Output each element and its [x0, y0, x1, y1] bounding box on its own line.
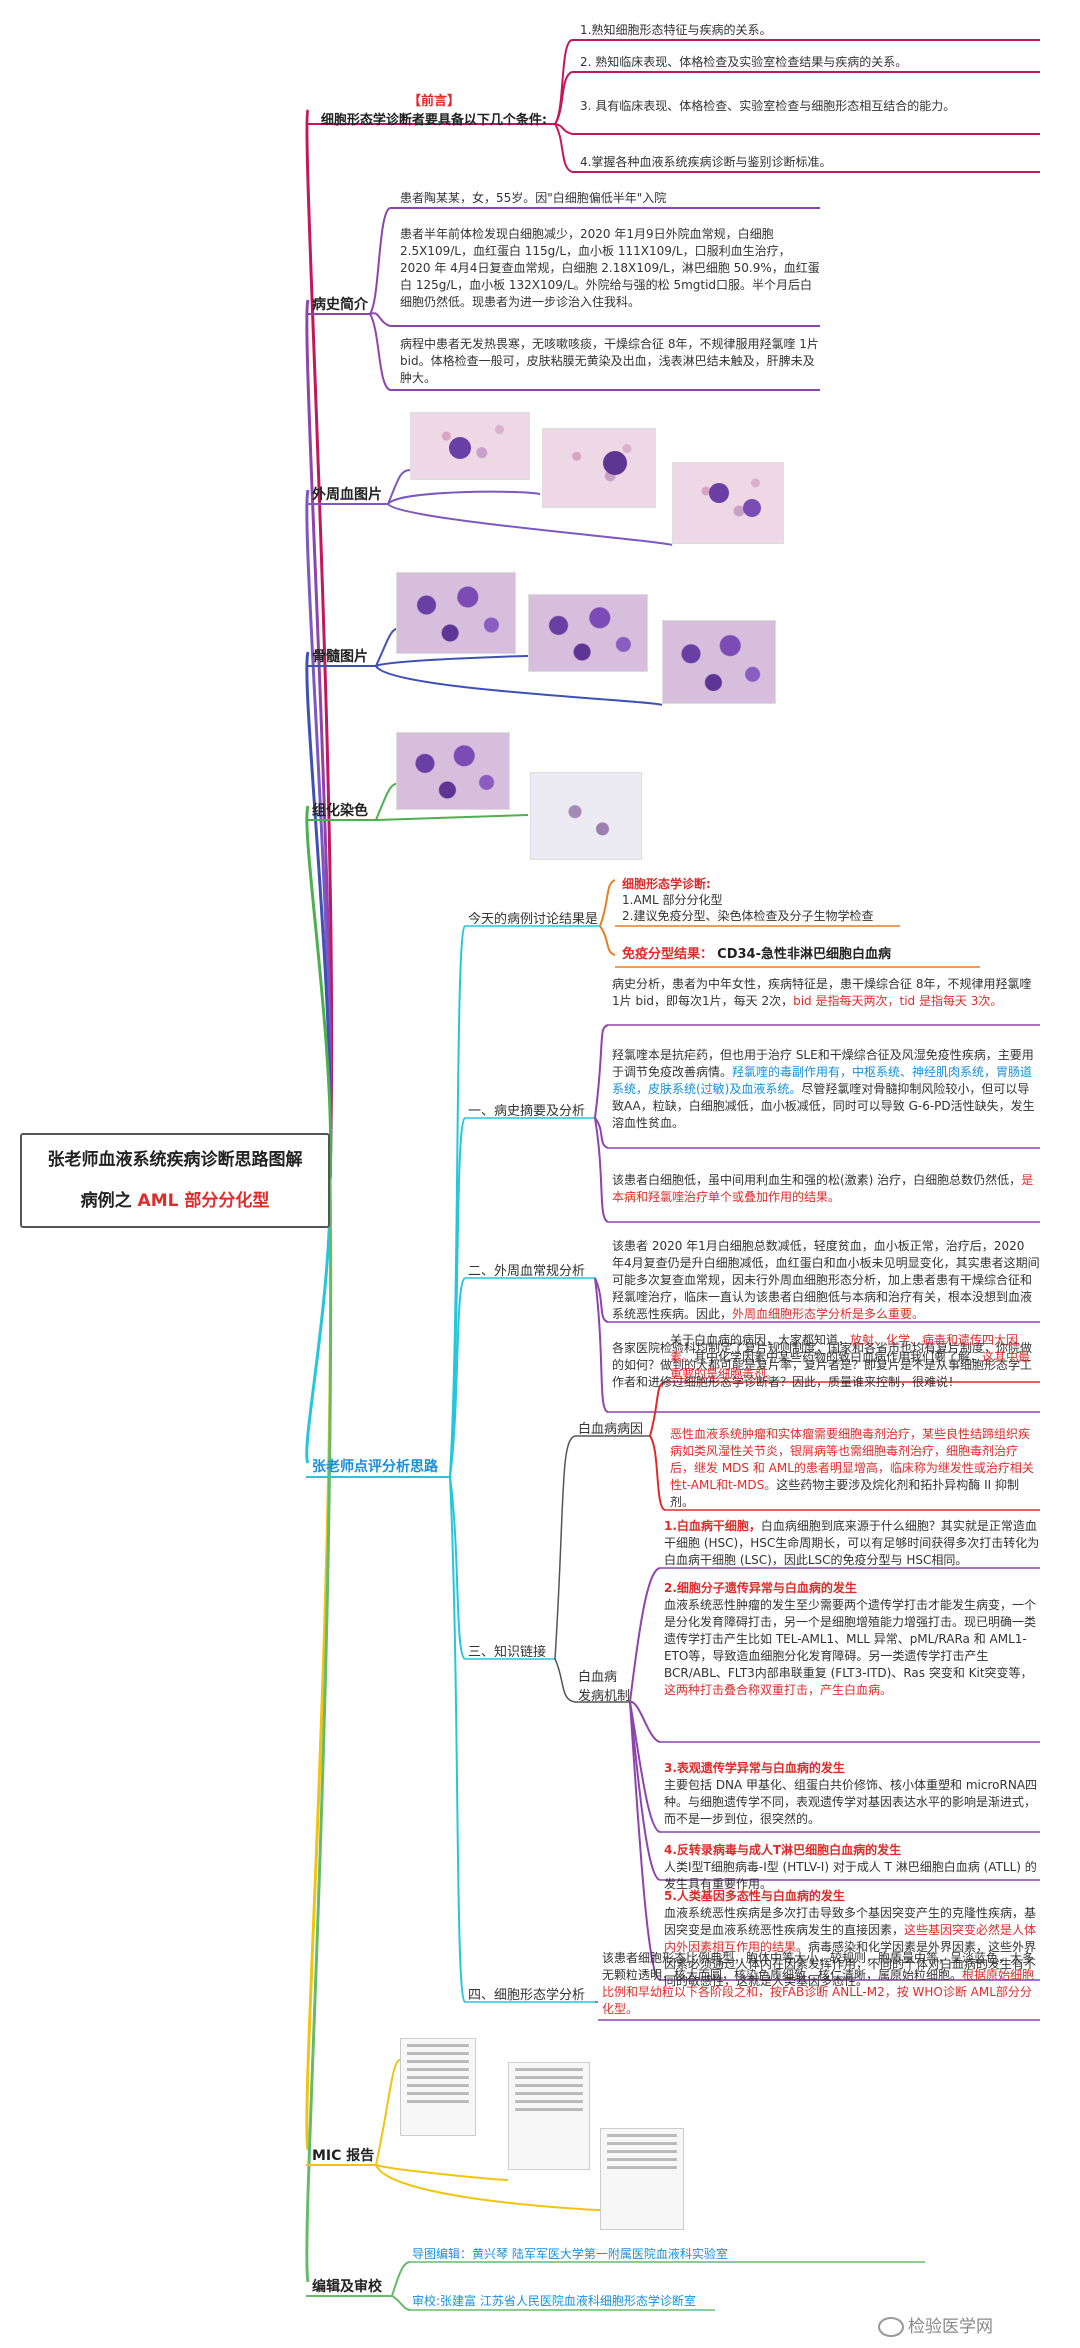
s2-a-text: 该患者 2020 年1月白细胞总数减低，轻度贫血，血小板正常，治疗后，2020 …: [612, 1239, 1040, 1321]
peripheral-image-3[interactable]: [672, 462, 784, 544]
bone-marrow-node[interactable]: 骨髓图片: [312, 649, 368, 665]
mechanism-item-2: 2.细胞分子遗传异常与白血病的发生血液系统恶性肿瘤的发生至少需要两个遗传学打击才…: [664, 1580, 1040, 1699]
preface-item-3: 3. 具有临床表现、体格检查、实验室检查与细胞形态相互结合的能力。: [580, 99, 956, 113]
m5-title: 5.人类基因多态性与白血病的发生: [664, 1889, 845, 1903]
editor-line-1: 导图编辑：黄兴琴 陆军军医大学第一附属医院血液科实验室: [412, 2247, 728, 2261]
mechanism-item-5: 5.人类基因多态性与白血病的发生血液系统恶性疾病是多次打击导致多个基因突变产生的…: [664, 1888, 1040, 1990]
histochemical-stain-node[interactable]: 组化染色: [312, 803, 368, 819]
stain-image-1[interactable]: [396, 732, 510, 810]
section-morphology-analysis[interactable]: 四、细胞形态学分析: [468, 1988, 586, 2003]
root-case: 病例之 AML 部分分化型: [22, 1186, 328, 1211]
section-history-analysis[interactable]: 一、病史摘要及分析: [468, 1104, 586, 1119]
preface-label: 细胞形态学诊断者要具备以下几个条件:: [320, 113, 548, 128]
etiology-a2-text: 其中化学因素中某些药物的致白血病作用我们要了解，: [694, 1350, 983, 1364]
preface-item-4: 4.掌握各种血液系统疾病诊断与鉴别诊断标准。: [580, 155, 832, 169]
etiology-a-red: 放射、化学、病毒和遗传四大因素。: [670, 1333, 1019, 1364]
m4-title: 4.反转录病毒与成人T淋巴细胞白血病的发生: [664, 1843, 902, 1857]
preface-item-2: 2. 熟知临床表现、体格检查及实验室检查结果与疾病的关系。: [580, 55, 908, 69]
s1-b1-text: 羟氯喹本是抗疟药，但也用于治疗 SLE和干燥综合征及风湿免疫性疾病，主要用于调节…: [612, 1048, 1034, 1079]
preface-label-top: 【前言】: [407, 94, 460, 109]
etiology-b-red: 恶性血液系统肿瘤和实体瘤需要细胞毒剂治疗，某些良性结蹄组织疾病如类风湿性关节炎，…: [670, 1427, 1034, 1492]
m2-red: 这两种打击叠合称双重打击，产生白血病。: [664, 1683, 893, 1697]
immuno-value: CD34-急性非淋巴细胞白血病: [717, 947, 891, 962]
etiology-a-text: 关于白血病的病因，大家都知道，: [670, 1333, 851, 1347]
m5-red: 这些基因突变必然是人体内外因素相互作用的结果。: [664, 1923, 1037, 1954]
today-result-label[interactable]: 今天的病例讨论结果是: [468, 912, 599, 927]
etiology-para-a: 关于白血病的病因，大家都知道，放射、化学、病毒和遗传四大因素。其中化学因素中某些…: [670, 1332, 1040, 1383]
s2-a-red: 外周血细胞形态学分析是多么重要。: [732, 1307, 925, 1321]
morph-item-1: 1.AML 部分分化型: [622, 893, 723, 907]
s2-para-b: 各家医院检验科均制定了复片规则制度，国家和各省市也均有复片制度，你院做的如何？做…: [612, 1341, 1033, 1389]
editor-line-2: 审校:张建富 江苏省人民医院血液科细胞形态学诊断室: [412, 2294, 696, 2308]
etiology-node[interactable]: 白血病病因: [578, 1422, 644, 1437]
watermark: 检验医学网: [878, 2312, 993, 2337]
root-title: 张老师血液系统疾病诊断思路图解: [47, 1150, 303, 1170]
s2-para-a: 该患者 2020 年1月白细胞总数减低，轻度贫血，血小板正常，治疗后，2020 …: [612, 1238, 1040, 1323]
watermark-text: 检验医学网: [908, 2317, 993, 2337]
history-p1: 患者陶某某，女，55岁。因"白细胞偏低半年"入院: [400, 191, 667, 205]
s1-b-blue: 羟氯喹的毒副作用有，中枢系统、神经肌肉系统，胃肠道系统，皮肤系统(过敏)及血液系…: [612, 1065, 1033, 1096]
preface-item-1: 1.熟知细胞形态特征与疾病的关系。: [580, 23, 772, 37]
morph-title: 细胞形态学诊断:: [622, 877, 711, 891]
etiology-a-red2: 这其中最重要的是细胞毒剂。: [670, 1350, 1031, 1381]
section-peripheral-analysis[interactable]: 二、外周血常规分析: [468, 1264, 586, 1279]
s4-a-red: 根据原始细胞比例和早幼粒以下各阶段之和，按FAB诊断 ANLL-M2，按 WHO…: [602, 1968, 1035, 2016]
m3-title: 3.表观遗传学异常与白血病的发生: [664, 1761, 845, 1775]
morph-item-2: 2.建议免疫分型、染色体检查及分子生物学检查: [622, 909, 874, 923]
mic-report-image-2[interactable]: [508, 2062, 590, 2170]
m4-text: 人类Ⅰ型T细胞病毒-Ⅰ型 (HTLV-Ⅰ) 对于成人 T 淋巴细胞白血病 (AT…: [664, 1860, 1037, 1891]
s4-a-text: 该患者细胞形态比例典型，胞体中等大小，较规则，胞质量中等，呈淡蓝色，大多无颗粒透…: [602, 1951, 1035, 1982]
root-case-name: AML 部分分化型: [137, 1191, 270, 1211]
s1-b2-text: 尽管羟氯喹对骨髓抑制风险较小，但可以导致AA，粒缺，白细胞减低，血小板减低，同时…: [612, 1082, 1035, 1130]
history-node[interactable]: 病史简介: [312, 297, 368, 313]
mechanism-label-1: 白血病: [578, 1670, 618, 1685]
mechanism-node[interactable]: 白血病 发病机制: [578, 1668, 630, 1706]
m3-text: 主要包括 DNA 甲基化、组蛋白共价修饰、核小体重塑和 microRNA四种。与…: [664, 1778, 1038, 1826]
root-case-prefix: 病例之: [80, 1191, 132, 1211]
s1-c-text: 该患者白细胞低，虽中间用利血生和强的松(激素) 治疗，白细胞总数仍然低，: [612, 1173, 1022, 1187]
etiology-para-b: 恶性血液系统肿瘤和实体瘤需要细胞毒剂治疗，某些良性结蹄组织疾病如类风湿性关节炎，…: [670, 1426, 1040, 1511]
s1-para-c: 该患者白细胞低，虽中间用利血生和强的松(激素) 治疗，白细胞总数仍然低，是本病和…: [612, 1172, 1040, 1206]
marrow-image-3[interactable]: [662, 620, 776, 704]
today-immuno: 免疫分型结果： CD34-急性非淋巴细胞白血病: [622, 943, 891, 962]
m2-text: 血液系统恶性肿瘤的发生至少需要两个遗传学打击才能发生病变，一个是分化发育障碍打击…: [664, 1598, 1037, 1680]
s1-para-a: 病史分析，患者为中年女性，疾病特征是，患干燥综合征 8年，不规律用羟氯喹 1片 …: [612, 976, 1040, 1010]
preface-node[interactable]: 【前言】 细胞形态学诊断者要具备以下几个条件:: [310, 90, 558, 128]
s1-c-red: 是本病和羟氯喹治疗单个或叠加作用的结果。: [612, 1173, 1034, 1204]
marrow-image-1[interactable]: [396, 572, 516, 654]
wechat-icon: [878, 2317, 904, 2337]
immuno-label: 免疫分型结果：: [622, 947, 714, 962]
m5-text: 血液系统恶性疾病是多次打击导致多个基因突变产生的克隆性疾病，基因突变是血液系统恶…: [664, 1906, 1037, 1937]
m1-text: 白血病细胞到底来源于什么细胞？其实就是正常造血干细胞 (HSC)，HSC生命周期…: [664, 1519, 1040, 1567]
marrow-image-2[interactable]: [528, 594, 648, 672]
mechanism-label-2: 发病机制: [578, 1689, 631, 1704]
s1-para-b: 羟氯喹本是抗疟药，但也用于治疗 SLE和干燥综合征及风湿免疫性疾病，主要用于调节…: [612, 1047, 1040, 1132]
section-knowledge-link[interactable]: 三、知识链接: [468, 1645, 547, 1660]
m1-title: 1.白血病干细胞，: [664, 1519, 761, 1533]
mechanism-item-3: 3.表观遗传学异常与白血病的发生主要包括 DNA 甲基化、组蛋白共价修饰、核小体…: [664, 1760, 1040, 1828]
editor-node[interactable]: 编辑及审校: [312, 2279, 382, 2295]
s4-para: 该患者细胞形态比例典型，胞体中等大小，较规则，胞质量中等，呈淡蓝色，大多无颗粒透…: [602, 1950, 1040, 2018]
m2-title: 2.细胞分子遗传异常与白血病的发生: [664, 1581, 857, 1595]
mic-report-image-3[interactable]: [600, 2128, 684, 2230]
mic-report-image-1[interactable]: [400, 2038, 476, 2136]
mic-report-node[interactable]: MIC 报告: [312, 2148, 375, 2164]
peripheral-image-2[interactable]: [542, 428, 656, 508]
peripheral-blood-node[interactable]: 外周血图片: [312, 487, 382, 503]
history-p2: 患者半年前体检发现白细胞减少，2020 年1月9日外院血常规，白细胞 2.5X1…: [400, 227, 820, 309]
peripheral-image-1[interactable]: [410, 412, 530, 480]
history-p3: 病程中患者无发热畏寒，无咳嗽咳痰，干燥综合征 8年，不规律服用羟氯喹 1片 bi…: [400, 337, 819, 385]
analysis-node[interactable]: 张老师点评分析思路: [312, 1459, 438, 1475]
root-node[interactable]: 张老师血液系统疾病诊断思路图解 病例之 AML 部分分化型: [20, 1133, 330, 1228]
m5b-text: 病毒感染和化学因素是外界因素，这些外界因素必须通过人体内在因素发挥作用，不同的个…: [664, 1940, 1037, 1988]
today-morph-diagnosis: 细胞形态学诊断: 1.AML 部分分化型 2.建议免疫分型、染色体检查及分子生物…: [622, 876, 982, 924]
etiology-b2-text: 这些药物主要涉及烷化剂和拓扑异构酶 II 抑制剂。: [670, 1478, 1019, 1509]
mechanism-item-1: 1.白血病干细胞，白血病细胞到底来源于什么细胞？其实就是正常造血干细胞 (HSC…: [664, 1518, 1040, 1569]
s1-a-red: bid 是指每天两次，tid 是指每天 3次。: [793, 994, 1003, 1008]
stain-image-2[interactable]: [530, 772, 642, 860]
s1-a-text: 病史分析，患者为中年女性，疾病特征是，患干燥综合征 8年，不规律用羟氯喹 1片 …: [612, 977, 1032, 1008]
mechanism-item-4: 4.反转录病毒与成人T淋巴细胞白血病的发生人类Ⅰ型T细胞病毒-Ⅰ型 (HTLV-…: [664, 1842, 1040, 1893]
